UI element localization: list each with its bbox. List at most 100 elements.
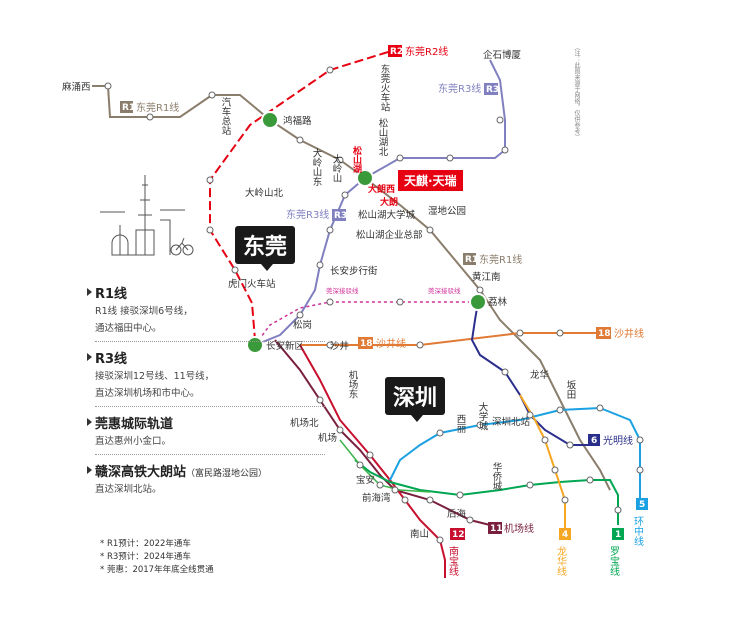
legend-title: 赣深高铁大朗站（富民路湿地公园） bbox=[95, 461, 325, 480]
triangle-icon bbox=[87, 466, 92, 474]
divider bbox=[95, 454, 325, 455]
legend-r1: R1线 R1线 接驳深圳6号线， 通达福田中心。 bbox=[87, 283, 325, 336]
dalangxi-label: 大朗西 bbox=[368, 183, 395, 195]
tianqi-label: 天麒·天瑞 bbox=[398, 170, 463, 191]
line-5 bbox=[389, 406, 641, 498]
legend-r3: R3线 接驳深圳12号线、11号线， 直达深圳机场和市中心。 bbox=[87, 348, 325, 401]
station-dalingshan: 大岭山 bbox=[331, 153, 343, 182]
station-daxuecheng: 大学城 bbox=[477, 401, 489, 431]
badge-6: 6 光明线 bbox=[588, 434, 633, 447]
station-houhai: 后海 bbox=[447, 508, 467, 520]
svg-text:12: 12 bbox=[452, 530, 465, 540]
legend-line: 直达深圳机场和市中心。 bbox=[95, 388, 200, 399]
svg-text:东莞R3线: 东莞R3线 bbox=[286, 208, 329, 221]
station-songgang: 松岗 bbox=[293, 319, 312, 331]
svg-text:东莞R3线: 东莞R3线 bbox=[438, 82, 481, 95]
legend-line: 通达福田中心。 bbox=[95, 323, 162, 334]
hub-songshanhu bbox=[356, 169, 374, 187]
badge-r1-right: R1 东莞R1线 bbox=[463, 253, 522, 266]
legend-line: 直达深圳北站。 bbox=[95, 484, 162, 495]
badge-r2: R2 东莞R2线 bbox=[388, 45, 448, 58]
station-qishizhan: 汽车总站 bbox=[220, 96, 232, 136]
station-huaqiaocheng: 华侨城 bbox=[491, 461, 503, 491]
line-r2 bbox=[209, 51, 389, 341]
badge-4: 4 龙华线 bbox=[555, 528, 571, 576]
station-songshanhudaxuecheng: 松山湖大学城 bbox=[358, 209, 416, 221]
station-dots bbox=[104, 66, 644, 544]
divider bbox=[95, 341, 325, 342]
svg-text:光明线: 光明线 bbox=[603, 434, 633, 447]
badge-18-center: 18 沙井线 bbox=[358, 337, 406, 350]
legend-line: R1线 接驳深圳6号线， bbox=[95, 306, 193, 317]
station-nanshan: 南山 bbox=[410, 528, 429, 540]
station-humen: 虎门火车站 bbox=[228, 278, 276, 290]
station-baoan: 宝安 bbox=[356, 474, 375, 486]
station-huangjiangnan: 黄江南 bbox=[472, 271, 501, 283]
station-changanxinqu: 长安新区 bbox=[266, 340, 305, 352]
svg-text:5: 5 bbox=[639, 500, 645, 510]
divider bbox=[95, 406, 325, 407]
station-longhua: 龙华 bbox=[530, 369, 550, 381]
triangle-icon bbox=[87, 288, 92, 296]
source-note: （注：此图来源于网络，仅供参考） bbox=[573, 44, 580, 140]
svg-text:沙井线: 沙井线 bbox=[614, 327, 644, 340]
svg-text:R2: R2 bbox=[390, 47, 403, 57]
legend-subtitle: （富民路湿地公园） bbox=[186, 469, 268, 479]
station-lilin: 荔林 bbox=[488, 296, 508, 308]
svg-text:18: 18 bbox=[360, 339, 373, 349]
svg-text:东莞R1线: 东莞R1线 bbox=[136, 101, 179, 114]
svg-text:18: 18 bbox=[598, 329, 611, 339]
station-hongfulu: 鸿福路 bbox=[283, 115, 312, 127]
station-songshanhubei: 松山湖北 bbox=[377, 117, 389, 157]
note-line: * R1预计：2022年通车 bbox=[100, 539, 191, 549]
svg-text:R1: R1 bbox=[122, 103, 135, 113]
station-jichangbei: 机场北 bbox=[290, 417, 319, 429]
svg-text:R1: R1 bbox=[465, 255, 478, 265]
svg-text:罗宝线: 罗宝线 bbox=[608, 546, 620, 576]
triangle-icon bbox=[87, 353, 92, 361]
badge-1: 1 罗宝线 bbox=[608, 528, 624, 576]
badge-12: 12 南宝线 bbox=[447, 528, 465, 576]
legend-title: 莞惠城际轨道 bbox=[95, 417, 174, 432]
legend-ganshen: 赣深高铁大朗站（富民路湿地公园） 直达深圳北站。 bbox=[87, 461, 325, 497]
badge-r3-top: 东莞R3线 R3 bbox=[438, 82, 499, 95]
svg-text:龙华线: 龙华线 bbox=[555, 545, 567, 576]
notes: * R1预计：2022年通车 * R3预计：2024年通车 * 莞惠：2017年… bbox=[100, 538, 214, 577]
svg-text:沙井线: 沙井线 bbox=[376, 337, 406, 350]
svg-text:东莞R1线: 东莞R1线 bbox=[479, 253, 522, 266]
svg-text:环中线: 环中线 bbox=[632, 516, 644, 546]
station-shidigongyuan: 湿地公园 bbox=[428, 205, 466, 217]
songshanhu-label: 松山湖 bbox=[351, 145, 362, 174]
badge-r3-left: 东莞R3线 R3 bbox=[286, 208, 347, 221]
station-xili: 西丽 bbox=[455, 414, 467, 434]
svg-text:1: 1 bbox=[615, 530, 621, 540]
legend-title: R3线 bbox=[95, 352, 128, 367]
station-bantian: 坂田 bbox=[565, 380, 577, 400]
city-label-dongguan: 东莞 bbox=[235, 226, 296, 271]
station-dalingshandong: 大岭山东 bbox=[311, 147, 323, 186]
svg-text:R3: R3 bbox=[486, 85, 499, 95]
city-label-shenzhen: 深圳 bbox=[385, 377, 446, 422]
legend: R1线 R1线 接驳深圳6号线， 通达福田中心。 R3线 接驳深圳12号线、11… bbox=[87, 283, 325, 502]
legend-title-text: 赣深高铁大朗站 bbox=[95, 465, 187, 480]
svg-text:4: 4 bbox=[562, 530, 568, 540]
note-line: * R3预计：2024年通车 bbox=[100, 552, 191, 562]
badge-18-right: 18 沙井线 bbox=[596, 327, 644, 340]
guanhui-label-right: 莞深接驳线 bbox=[428, 286, 461, 295]
line-6 bbox=[470, 301, 590, 446]
station-qishibosha: 企石博厦 bbox=[483, 49, 522, 61]
station-dongguan-hcz: 东莞火车站 bbox=[379, 63, 391, 112]
svg-text:6: 6 bbox=[591, 436, 597, 446]
station-changanbuxing: 长安步行街 bbox=[330, 265, 378, 277]
svg-text:东莞R2线: 东莞R2线 bbox=[405, 45, 448, 58]
line-r1 bbox=[92, 85, 611, 491]
note-line: * 莞惠：2017年年底全线贯通 bbox=[100, 565, 214, 575]
skyline-illustration bbox=[100, 175, 194, 256]
dalang-label: 大朗 bbox=[380, 196, 398, 208]
legend-title: R1线 bbox=[95, 287, 128, 302]
badge-r1-left: R1 东莞R1线 bbox=[120, 101, 179, 114]
guanhui-label-left: 莞深接驳线 bbox=[326, 286, 359, 295]
svg-text:11: 11 bbox=[490, 524, 503, 534]
